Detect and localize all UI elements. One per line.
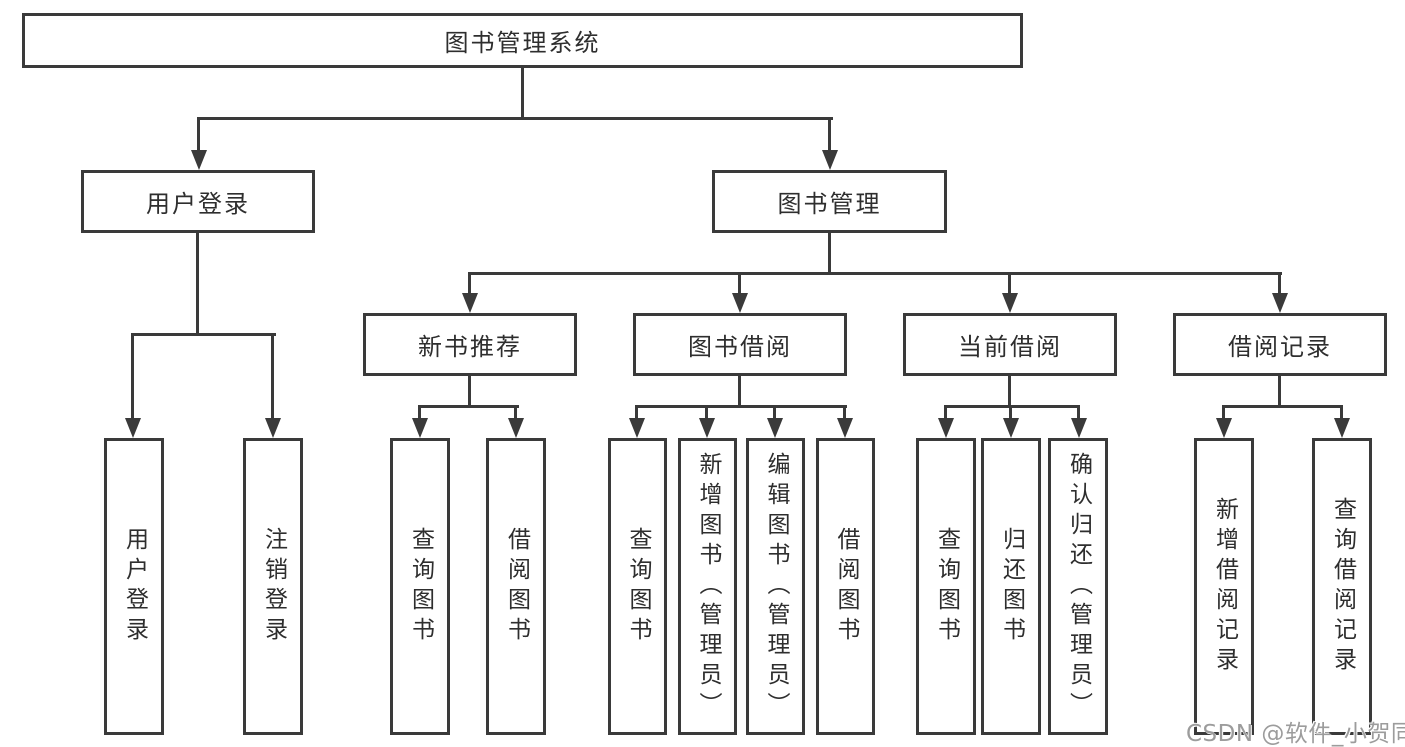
leaf-current-return-books: 归还图书 [981, 438, 1041, 735]
node-label: 图书管理 [777, 190, 882, 218]
node-label: 图书借阅 [688, 333, 792, 361]
arrow-down-icon [265, 418, 281, 438]
node-book-borrowing: 图书借阅 [633, 313, 847, 376]
node-label: 新增借阅记录 [1211, 496, 1238, 677]
connector-current-drop-3 [1077, 405, 1080, 423]
arrow-down-icon [1071, 418, 1087, 438]
node-label: 注销登录 [260, 526, 287, 647]
connector-bookmgmt-bus [468, 272, 1282, 275]
connector-borrow-bus [635, 405, 847, 408]
node-label: 查询借阅记录 [1329, 496, 1356, 677]
leaf-current-query-books: 查询图书 [916, 438, 976, 735]
node-label: 归还图书 [998, 526, 1025, 647]
leaf-add-borrow-record: 新增借阅记录 [1194, 438, 1254, 735]
arrow-down-icon [938, 418, 954, 438]
node-label: 新增图书（管理员） [695, 451, 721, 722]
arrow-down-icon [191, 150, 207, 170]
connector-root-stem [521, 66, 524, 120]
leaf-recommend-query-books: 查询图书 [390, 438, 450, 735]
connector-newbook-bus [418, 405, 519, 408]
leaf-borrow-query-books: 查询图书 [608, 438, 667, 735]
connector-newbook-drop-1 [418, 405, 421, 423]
leaf-recommend-borrow-books: 借阅图书 [486, 438, 546, 735]
connector-borrow-drop-1 [635, 405, 638, 423]
leaf-borrow-add-books-admin: 新增图书（管理员） [678, 438, 737, 735]
connector-borrow-stem [738, 374, 741, 408]
connector-bookmgmt-drop-3 [1008, 272, 1011, 298]
leaf-borrow-borrow-books: 借阅图书 [816, 438, 875, 735]
node-label: 当前借阅 [958, 333, 1062, 361]
arrow-down-icon [837, 418, 853, 438]
connector-borrow-drop-3 [773, 405, 776, 423]
connector-newbook-drop-2 [514, 405, 517, 423]
connector-current-bus [944, 405, 1080, 408]
node-book-management: 图书管理 [712, 170, 947, 233]
node-current-borrowing: 当前借阅 [903, 313, 1117, 376]
csdn-watermark: CSDN @软件_小贺同学 [1186, 721, 1405, 747]
node-label: 图书管理系统 [444, 29, 601, 57]
node-label: 借阅图书 [833, 526, 859, 647]
arrow-down-icon [1216, 418, 1232, 438]
arrow-down-icon [1002, 293, 1018, 313]
connector-borrow-drop-4 [843, 405, 846, 423]
node-label: 查询图书 [933, 526, 960, 647]
connector-current-stem [1008, 374, 1011, 408]
node-label: 借阅图书 [503, 526, 530, 647]
arrow-down-icon [1334, 418, 1350, 438]
arrow-down-icon [629, 418, 645, 438]
leaf-logout: 注销登录 [243, 438, 303, 735]
arrow-down-icon [1003, 418, 1019, 438]
node-new-book-recommend: 新书推荐 [363, 313, 577, 376]
arrow-down-icon [822, 150, 838, 170]
leaf-user-login: 用户登录 [104, 438, 164, 735]
arrow-down-icon [699, 418, 715, 438]
arrow-down-icon [412, 418, 428, 438]
connector-userlogin-bus [131, 333, 276, 336]
node-label: 查询图书 [407, 526, 434, 647]
connector-bookmgmt-drop-2 [738, 272, 741, 298]
arrow-down-icon [125, 418, 141, 438]
node-label: 编辑图书（管理员） [763, 451, 789, 722]
node-user-login: 用户登录 [81, 170, 315, 233]
connector-borrow-drop-2 [705, 405, 708, 423]
node-label: 查询图书 [625, 526, 651, 647]
connector-root-drop-left [197, 117, 200, 155]
arrow-down-icon [508, 418, 524, 438]
leaf-borrow-edit-books-admin: 编辑图书（管理员） [746, 438, 805, 735]
node-label: 用户登录 [146, 190, 250, 218]
connector-userlogin-drop-2 [271, 333, 274, 423]
leaf-current-confirm-return-admin: 确认归还（管理员） [1048, 438, 1108, 735]
connector-userlogin-drop-1 [131, 333, 134, 423]
node-label: 新书推荐 [418, 333, 522, 361]
connector-root-bus [197, 117, 833, 120]
arrow-down-icon [462, 293, 478, 313]
connector-current-drop-1 [944, 405, 947, 423]
connector-records-stem [1278, 374, 1281, 408]
connector-bookmgmt-drop-4 [1278, 272, 1281, 298]
node-label: 借阅记录 [1228, 333, 1332, 361]
connector-records-drop-1 [1222, 405, 1225, 423]
arrow-down-icon [1272, 293, 1288, 313]
connector-newbook-stem [468, 374, 471, 408]
connector-bookmgmt-stem [828, 231, 831, 275]
connector-records-drop-2 [1340, 405, 1343, 423]
node-label: 用户登录 [121, 526, 148, 647]
node-library-system: 图书管理系统 [22, 13, 1023, 68]
arrow-down-icon [767, 418, 783, 438]
arrow-down-icon [732, 293, 748, 313]
connector-bookmgmt-drop-1 [468, 272, 471, 298]
connector-userlogin-stem [196, 231, 199, 336]
leaf-query-borrow-record: 查询借阅记录 [1312, 438, 1372, 735]
connector-current-drop-2 [1009, 405, 1012, 423]
connector-records-bus [1222, 405, 1343, 408]
node-borrowing-records: 借阅记录 [1173, 313, 1387, 376]
connector-root-drop-right [828, 117, 831, 155]
node-label: 确认归还（管理员） [1065, 451, 1092, 722]
